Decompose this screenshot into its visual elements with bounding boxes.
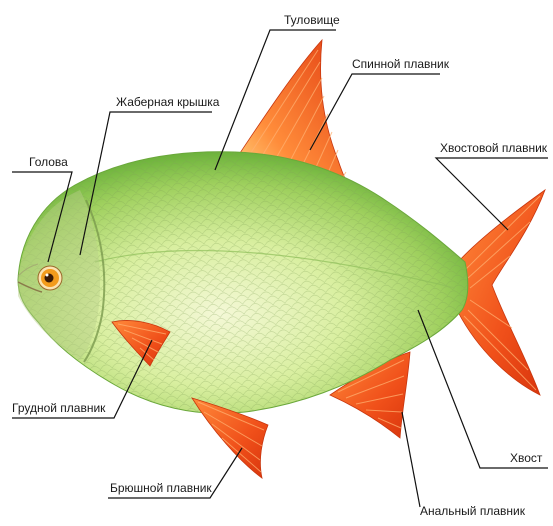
label-anal-fin: Анальный плавник xyxy=(420,504,526,518)
caudal-fin-shape xyxy=(458,190,545,395)
label-caudal-fin: Хвостовой плавник xyxy=(440,141,548,155)
label-dorsal-fin: Спинной плавник xyxy=(352,57,450,71)
leader-anal-fin xyxy=(402,412,420,507)
label-tail: Хвост xyxy=(510,451,543,465)
label-gill-cover: Жаберная крышка xyxy=(116,95,220,109)
label-head: Голова xyxy=(29,155,68,169)
fish-body xyxy=(0,140,480,430)
label-trunk: Туловище xyxy=(284,13,340,27)
label-pectoral-fin: Грудной плавник xyxy=(12,401,106,415)
label-pelvic-fin: Брюшной плавник xyxy=(110,481,212,495)
eye xyxy=(38,266,62,290)
